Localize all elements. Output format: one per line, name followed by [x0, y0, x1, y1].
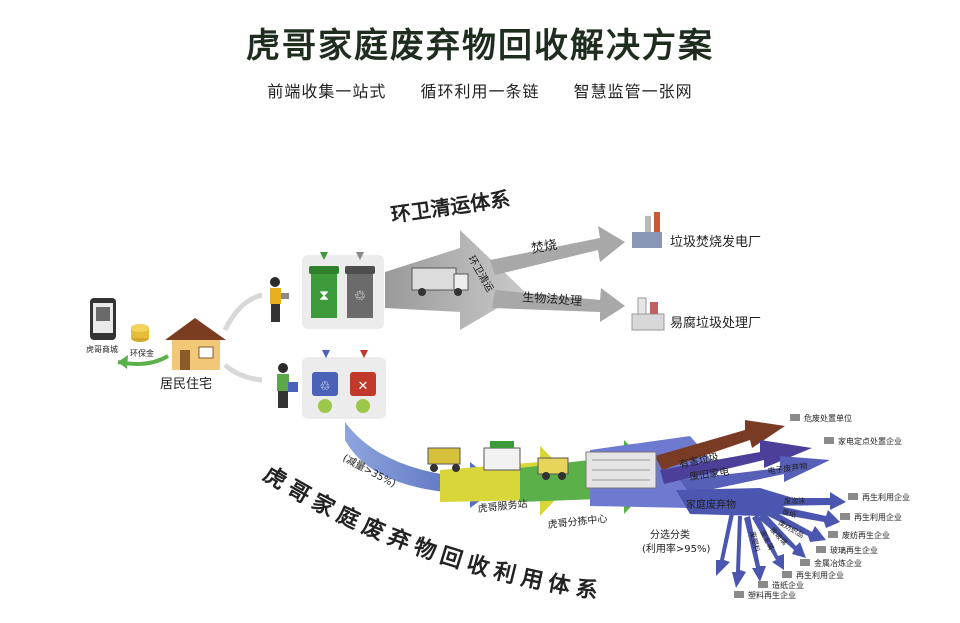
- sanitation-system-title: 环卫清运体系: [389, 186, 511, 226]
- dest-icon-7: [800, 559, 810, 566]
- sorting-center-icon: [585, 451, 657, 489]
- subtitle-3: 智慧监管一张网: [573, 82, 693, 101]
- green-bin-icon: ⧗: [309, 266, 339, 318]
- destination-8: 再生利用企业: [796, 570, 844, 580]
- subtitle-2: 循环利用一条链: [420, 82, 540, 101]
- destination-5: 废纺再生企业: [842, 530, 890, 540]
- factory-burn-icon: [632, 212, 662, 248]
- house-label: 居民住宅: [160, 377, 212, 392]
- destination-6: 玻璃再生企业: [830, 545, 878, 555]
- person-lower-icon: [277, 363, 298, 408]
- fan-arrow-paper: [768, 504, 840, 528]
- hazard-bag-icon: ✕: [350, 372, 376, 413]
- fan-arrow-plastic: [744, 516, 766, 582]
- subtitle-1: 前端收集一站式: [267, 82, 387, 101]
- green-drop-arrow-icon: [320, 252, 328, 260]
- service-station-icon: [483, 441, 521, 471]
- destination-1: 危废处置单位: [804, 413, 852, 423]
- fan-arrow-8: [716, 512, 734, 576]
- person-upper-icon: [270, 277, 289, 322]
- svg-text:✕: ✕: [358, 379, 369, 394]
- return-arrow-head: [118, 355, 128, 369]
- van-icon: [537, 457, 569, 480]
- dest-icon-5: [828, 531, 838, 538]
- upper-branch-arrow: [222, 292, 263, 332]
- fan-arrow-metal: [752, 514, 784, 570]
- destination-2: 家电定点处置企业: [838, 436, 902, 446]
- bio-label: 生物法处理: [522, 290, 583, 308]
- destination-3: 再生利用企业: [862, 492, 910, 502]
- coin-label: 环保金: [130, 348, 154, 358]
- destination-icons: [734, 414, 858, 598]
- fan-arrow-glass: [758, 512, 806, 558]
- dest-burn: 垃圾焚烧发电厂: [670, 234, 761, 250]
- destination-7: 金属冶炼企业: [814, 558, 862, 568]
- burn-branch-arrow: [490, 226, 625, 275]
- sort-label: 分选分类: [650, 528, 690, 541]
- ewaste-arrow: [680, 456, 830, 494]
- appliance-arrow: [660, 440, 812, 484]
- destination-9: 造纸企业: [772, 580, 804, 590]
- hazard-arrow: [655, 420, 785, 470]
- destination-10: 塑料再生企业: [748, 590, 796, 600]
- dest-icon-10: [734, 591, 744, 598]
- red-drop-arrow-icon: [360, 350, 368, 358]
- tricycle-icon: [427, 447, 461, 472]
- fan-label-paper: 废纸: [782, 507, 798, 519]
- page-title: 虎哥家庭废弃物回收解决方案: [246, 26, 714, 66]
- dest-icon-4: [840, 513, 850, 520]
- house-icon: [165, 318, 226, 370]
- dest-icon-8: [782, 571, 792, 578]
- svg-text:⧗: ⧗: [319, 288, 329, 304]
- subtitle-row: 前端收集一站式 循环利用一条链 智慧监管一张网: [0, 78, 960, 102]
- sort-rate-label: (利用率>95%): [642, 542, 711, 555]
- gray-drop-arrow-icon: [356, 252, 364, 260]
- phone-label: 虎哥商城: [86, 344, 118, 354]
- coin-icon: [131, 324, 149, 342]
- center-label: 虎哥分拣中心: [547, 512, 608, 531]
- svg-text:♲: ♲: [354, 289, 366, 304]
- recyclable-bag-icon: ♲: [312, 372, 338, 413]
- dest-icon-9: [758, 581, 768, 588]
- destination-4: 再生利用企业: [854, 512, 902, 522]
- dest-bio: 易腐垃圾处理厂: [670, 316, 761, 331]
- fan-arrows: [716, 492, 846, 588]
- burn-label: 焚烧: [530, 238, 558, 257]
- blue-drop-arrow-icon: [322, 350, 330, 358]
- dest-icon-3: [848, 493, 858, 500]
- svg-text:♲: ♲: [320, 379, 331, 393]
- fan-label-foam: 废泡沫: [784, 496, 805, 505]
- phone-icon: [90, 298, 116, 340]
- dest-icon-1: [790, 414, 800, 421]
- fan-arrow-7: [732, 516, 746, 588]
- fan-arrow-textile: [764, 508, 826, 542]
- garbage-truck-icon: [411, 267, 469, 296]
- household-arrow-label: 家庭废弃物: [686, 498, 736, 511]
- gray-bin-icon: ♲: [345, 266, 375, 318]
- factory-bio-icon: [631, 297, 665, 331]
- bio-branch-arrow: [492, 288, 625, 322]
- fan-arrow-foam: [770, 492, 846, 510]
- lower-branch-arrow: [223, 363, 263, 383]
- dest-icon-6: [816, 546, 826, 553]
- dest-icon-2: [824, 437, 834, 444]
